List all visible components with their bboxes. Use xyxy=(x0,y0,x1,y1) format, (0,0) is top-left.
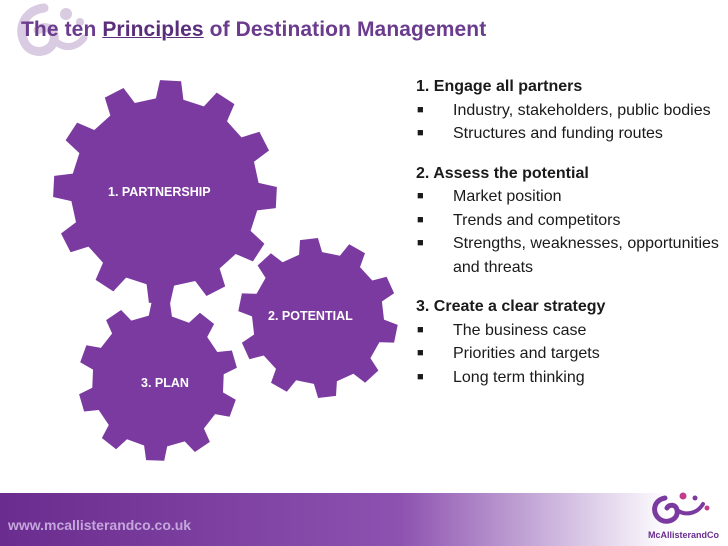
section-heading: 3. Create a clear strategy xyxy=(416,298,606,315)
list-item: ■Structures and funding routes xyxy=(416,122,726,146)
gear-partnership xyxy=(53,80,277,304)
section-heading: 1. Engage all partners xyxy=(416,78,583,95)
gear-label-plan: 3. PLAN xyxy=(141,376,189,390)
list-item: ■Industry, stakeholders, public bodies xyxy=(416,99,726,123)
gear-label-potential: 2. POTENTIAL xyxy=(268,309,353,323)
footer-website-link[interactable]: www.mcallisterandco.co.uk xyxy=(8,517,192,533)
section-assess: 2. Assess the potential ■Market position… xyxy=(416,162,726,280)
bullet-icon: ■ xyxy=(417,103,424,116)
list-item: ■Strengths, weaknesses, opportunities an… xyxy=(416,232,726,279)
gear-plan xyxy=(79,301,237,461)
section-engage: 1. Engage all partners ■Industry, stakeh… xyxy=(416,75,726,146)
gear-potential xyxy=(238,238,398,398)
bullet-icon: ■ xyxy=(417,323,424,336)
list-item: ■Long term thinking xyxy=(416,366,726,390)
section-heading: 2. Assess the potential xyxy=(416,164,589,182)
footer-logo-text: McAllisterandCo xyxy=(648,530,720,540)
bullet-icon: ■ xyxy=(417,127,424,139)
list-item: ■Market position xyxy=(416,185,726,209)
bullet-icon: ■ xyxy=(417,347,424,359)
corner-lizard-logo xyxy=(17,3,88,56)
principles-list: 1. Engage all partners ■Industry, stakeh… xyxy=(416,75,726,405)
bullet-icon: ■ xyxy=(417,237,424,249)
bullet-icon: ■ xyxy=(417,213,424,226)
list-item: ■Trends and competitors xyxy=(416,209,726,233)
bullet-icon: ■ xyxy=(417,190,424,202)
list-item: ■The business case xyxy=(416,319,726,343)
page-title: The ten Principles of Destination Manage… xyxy=(21,18,487,41)
title-highlight: Principles xyxy=(102,18,204,41)
list-item: ■Priorities and targets xyxy=(416,342,726,366)
mcallister-lizard-logo xyxy=(652,492,710,524)
section-strategy: 3. Create a clear strategy ■The business… xyxy=(416,295,726,389)
bullet-icon: ■ xyxy=(417,370,424,383)
footer-bar xyxy=(0,493,728,546)
gear-label-partnership: 1. PARTNERSHIP xyxy=(108,185,211,199)
